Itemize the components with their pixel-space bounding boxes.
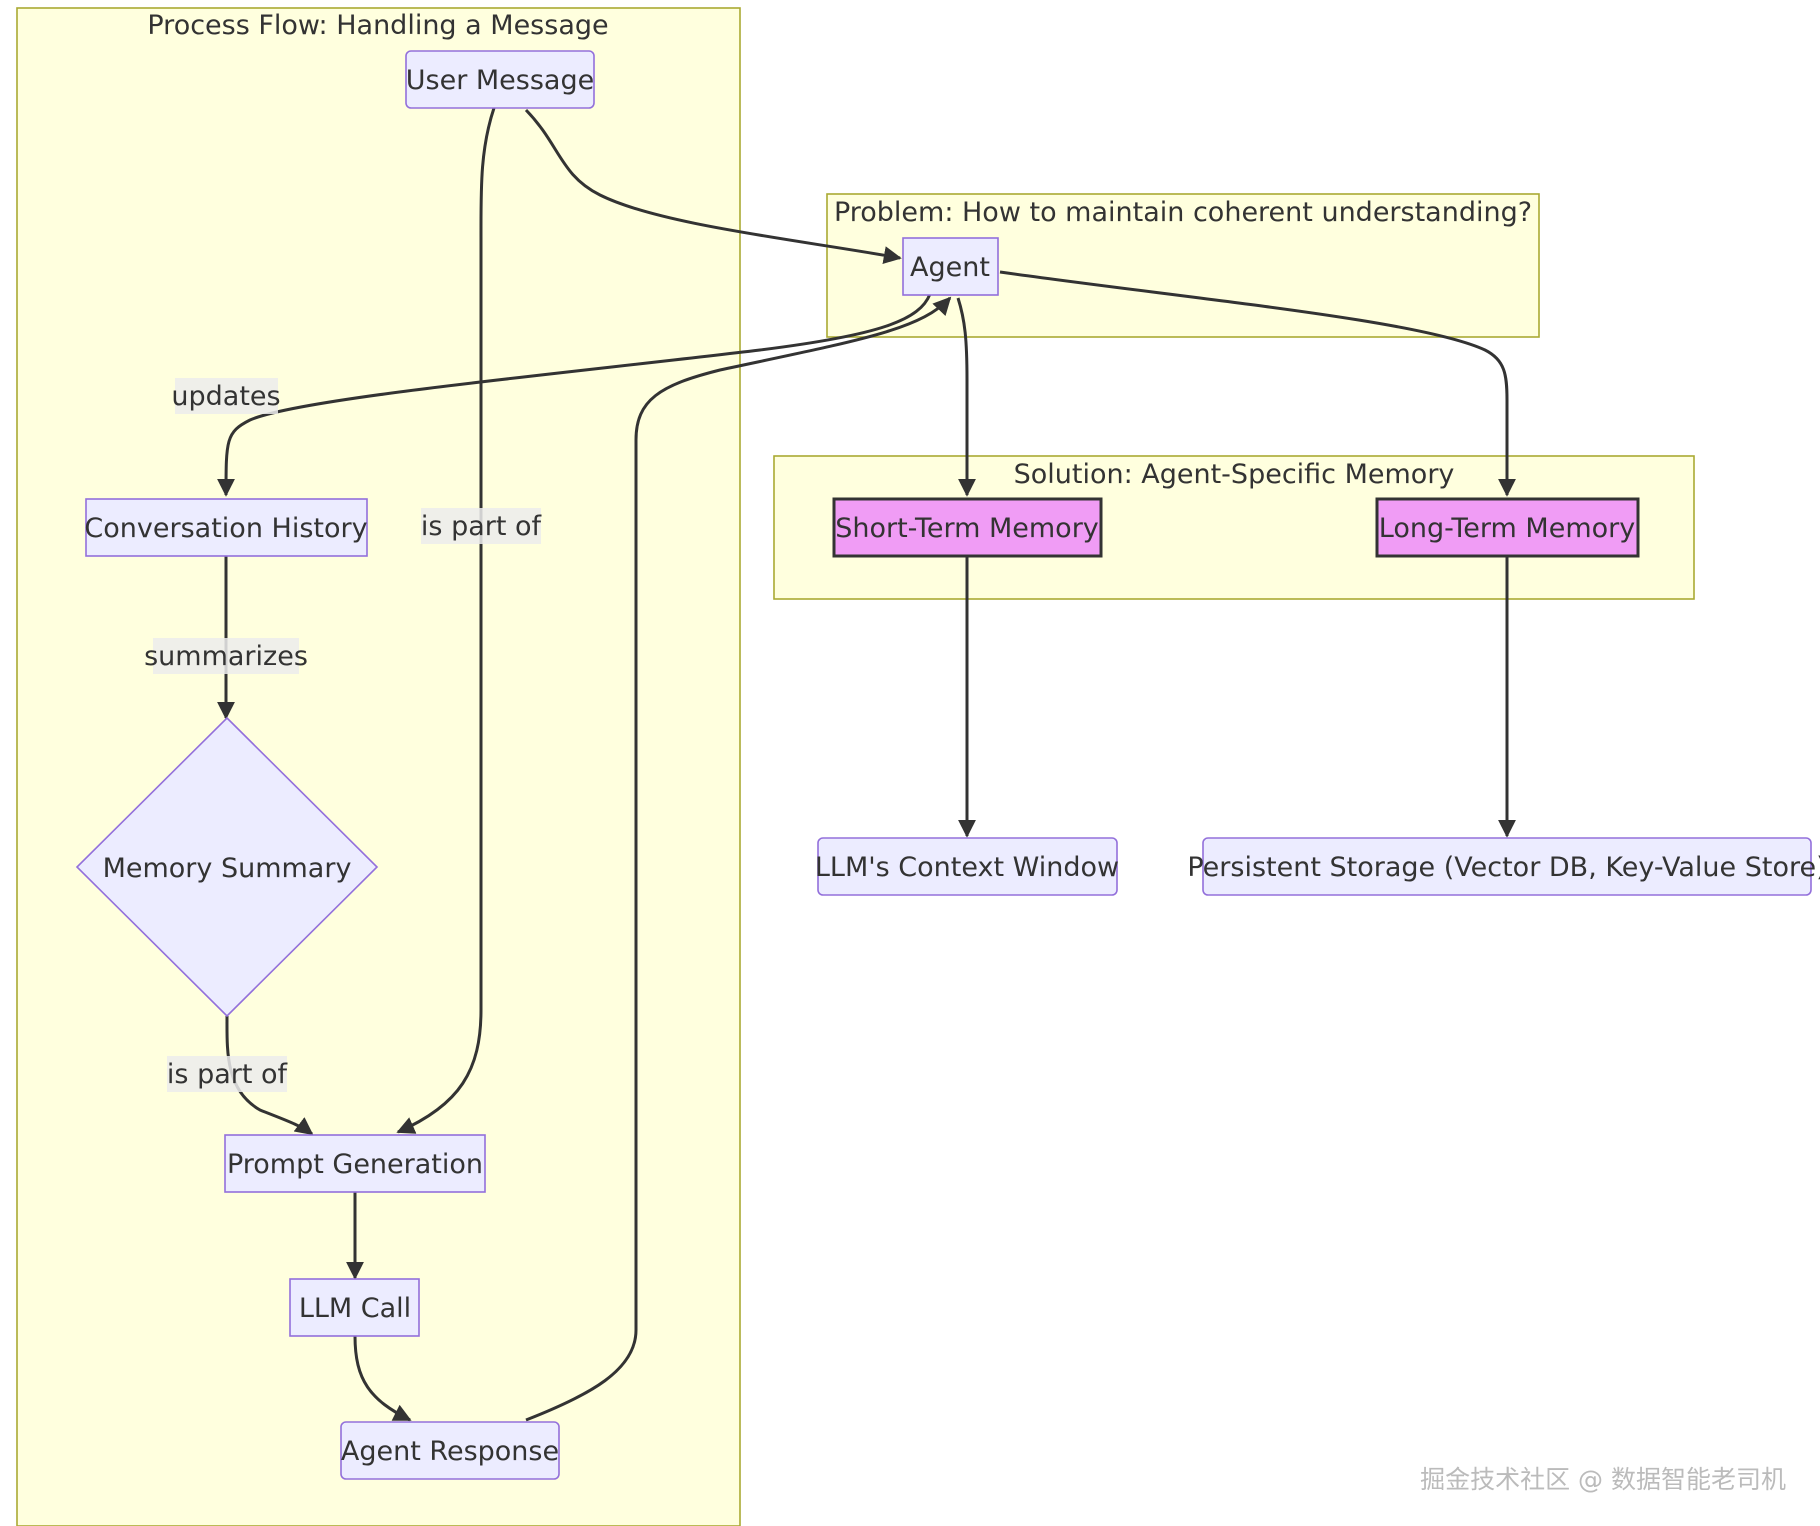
edge-agent-to-conversation-history bbox=[217, 293, 932, 497]
cluster-solution-title: Solution: Agent-Specific Memory bbox=[1014, 459, 1455, 490]
node-agent-label: Agent bbox=[910, 252, 990, 283]
node-agent-response-label: Agent Response bbox=[341, 1436, 559, 1467]
node-user-message[interactable]: User Message bbox=[405, 50, 595, 109]
edge-memory-summary-to-prompt-generation bbox=[225, 1015, 314, 1136]
node-persistent-storage[interactable]: Persistent Storage (Vector DB, Key-Value… bbox=[1187, 837, 1820, 896]
node-prompt-generation[interactable]: Prompt Generation bbox=[224, 1134, 486, 1193]
node-context-window[interactable]: LLM's Context Window bbox=[815, 837, 1119, 896]
node-memory-summary[interactable]: Memory Summary bbox=[75, 716, 379, 1018]
edge-agent-response-to-agent bbox=[525, 296, 952, 1422]
edge-user-message-to-prompt-generation bbox=[396, 107, 496, 1134]
edge-label-is-part-of-1-text: is part of bbox=[421, 511, 543, 542]
edge-label-is-part-of-2-text: is part of bbox=[167, 1059, 289, 1090]
edge-label-is-part-of-1: is part of bbox=[421, 508, 543, 544]
edge-agent-to-short-term-memory bbox=[956, 297, 976, 497]
node-llm-call[interactable]: LLM Call bbox=[289, 1278, 420, 1337]
node-conversation-history[interactable]: Conversation History bbox=[84, 498, 368, 557]
node-persistent-storage-label: Persistent Storage (Vector DB, Key-Value… bbox=[1187, 852, 1820, 883]
node-context-window-label: LLM's Context Window bbox=[815, 852, 1119, 883]
node-llm-call-label: LLM Call bbox=[299, 1293, 411, 1324]
edge-label-summarizes-text: summarizes bbox=[144, 641, 308, 672]
node-long-term-memory-label: Long-Term Memory bbox=[1379, 513, 1635, 544]
cluster-process-flow-title: Process Flow: Handling a Message bbox=[147, 10, 608, 41]
edge-label-is-part-of-2: is part of bbox=[167, 1056, 289, 1092]
cluster-problem-title: Problem: How to maintain coherent unders… bbox=[834, 197, 1532, 228]
node-short-term-memory-label: Short-Term Memory bbox=[835, 513, 1099, 544]
node-memory-summary-label: Memory Summary bbox=[103, 853, 352, 884]
watermark: 掘金技术社区 @ 数据智能老司机 bbox=[1420, 1465, 1786, 1494]
node-agent[interactable]: Agent bbox=[902, 237, 999, 296]
edges bbox=[217, 107, 1516, 1422]
edge-user-message-to-agent bbox=[524, 108, 902, 264]
node-long-term-memory[interactable]: Long-Term Memory bbox=[1375, 497, 1640, 558]
edge-label-updates-text: updates bbox=[171, 381, 280, 412]
edge-agent-to-long-term-memory bbox=[999, 270, 1516, 497]
edge-label-updates: updates bbox=[171, 378, 281, 414]
node-prompt-generation-label: Prompt Generation bbox=[227, 1149, 483, 1180]
node-agent-response[interactable]: Agent Response bbox=[340, 1421, 560, 1480]
edge-label-summarizes: summarizes bbox=[144, 638, 308, 674]
cluster-problem: Problem: How to maintain coherent unders… bbox=[826, 193, 1540, 338]
cluster-process-flow: Process Flow: Handling a Message bbox=[16, 7, 741, 1526]
node-conversation-history-label: Conversation History bbox=[84, 513, 367, 544]
edge-llm-call-to-agent-response bbox=[353, 1335, 412, 1422]
node-short-term-memory[interactable]: Short-Term Memory bbox=[832, 497, 1103, 558]
node-user-message-label: User Message bbox=[406, 65, 594, 96]
